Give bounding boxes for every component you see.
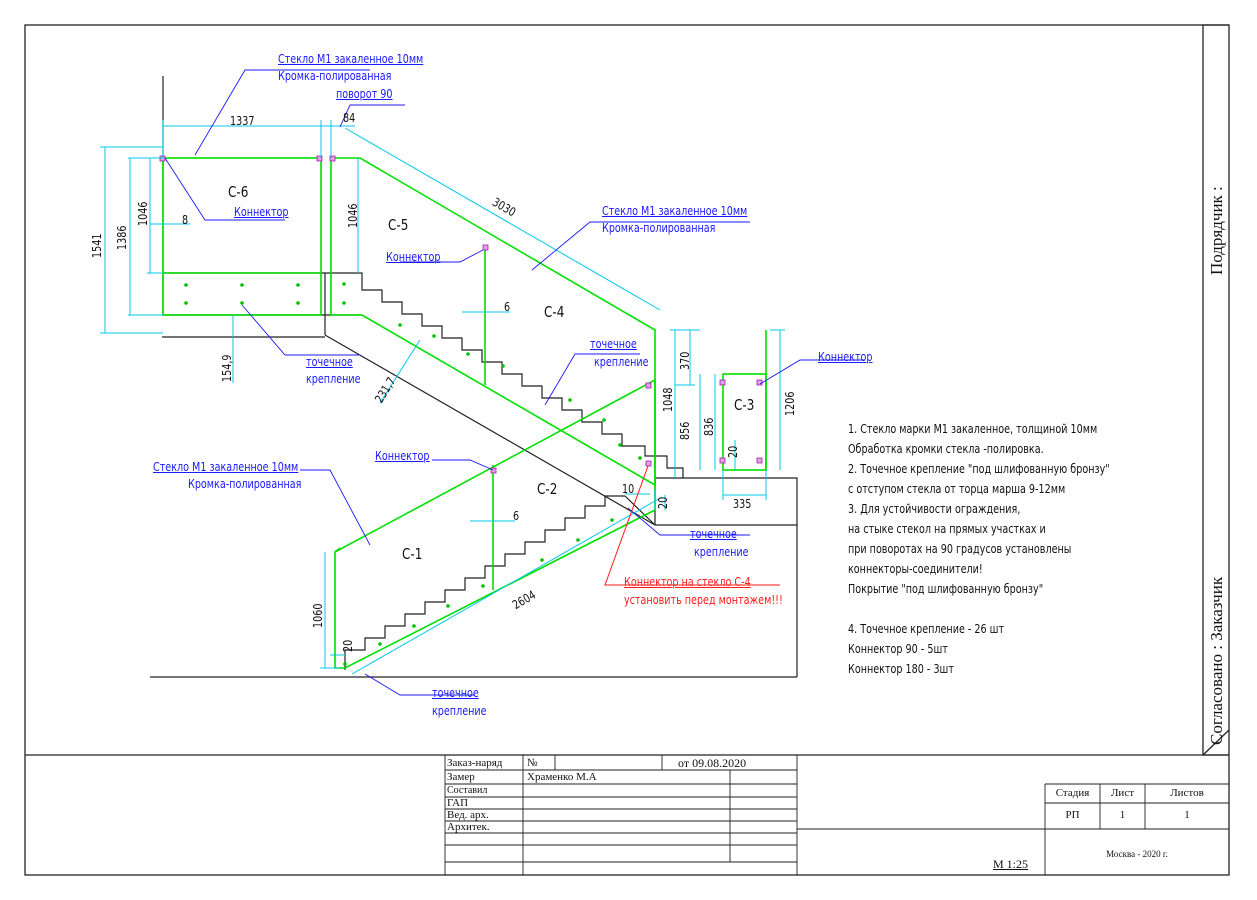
tb-lead-arch-label: Вед. арх. [447,809,489,821]
panel-label-c1: С-1 [402,545,423,563]
dim-10: 10 [622,482,635,496]
panel-label-c3: С-3 [734,396,755,414]
note-line-11: 4. Точечное крепление - 26 шт [848,622,1005,636]
title-block-grid [444,755,1229,875]
note-line-3: 2. Точечное крепление "под шлифованную б… [848,462,1110,476]
panel-c1-c2-outline [334,378,656,669]
note-line-5: 3. Для устойчивости ограждения, [848,502,1021,516]
tb-no-label: № [527,757,538,769]
dim-335: 335 [733,497,752,511]
callout-point-top-line2: крепление [306,372,361,386]
dim-1060: 1060 [311,603,325,628]
dim-1046-right: 1046 [346,203,360,228]
dim-1337: 1337 [230,114,255,128]
callout-point-right-line1: точечное [690,527,737,541]
callout-glass-left-line2: Кромка-полированная [188,477,302,491]
note-line-6: на стыке стекол на прямых участках и [848,522,1046,536]
dim-836: 836 [702,417,716,436]
callout-point-mid-line1: точечное [590,337,637,351]
dim-20-c1: 20 [341,639,355,652]
dim-856: 856 [678,421,692,440]
tb-architect-label: Архитек. [447,821,490,833]
dim-154-9: 154,9 [220,354,234,382]
tb-stage-value: РП [1065,809,1080,821]
callout-connector-c2: Коннектор [375,449,430,463]
panel-label-c4: С-4 [544,303,565,321]
note-line-7: при поворотах на 90 градусов установлены [848,542,1072,556]
tb-sheet-label: Лист [1110,787,1135,799]
dim-370: 370 [678,351,692,370]
warning-connector-line1: Коннектор на стекло С-4 [624,575,751,589]
callout-connector-c3: Коннектор [818,350,873,364]
note-line-4: с отступом стекла от торца марша 9-12мм [848,482,1066,496]
dimension-lines [100,120,785,675]
tb-compiled-label: Составил [447,785,488,796]
dim-1046-left: 1046 [136,201,150,226]
warning-leader [604,465,780,586]
tb-gap-label: ГАП [447,797,469,809]
drawing-frame [24,24,1230,876]
callout-glass-top-line2: Кромка-полированная [278,69,392,83]
panel-label-c5: С-5 [388,216,409,234]
callout-connector-c5: Коннектор [386,250,441,264]
dim-6-upper: 6 [504,300,511,314]
tb-date: от 09.08.2020 [678,756,747,770]
dim-1541: 1541 [90,233,104,258]
tb-scale: М 1:25 [993,857,1029,871]
dim-1206: 1206 [783,391,797,416]
tb-stage-label: Стадия [1055,787,1090,799]
callout-point-bottom-line2: крепление [432,704,487,718]
tb-measure-value: Храменко М.А [527,771,597,783]
side-contractor: Подрядчик : [1207,186,1226,275]
dim-1386: 1386 [115,225,129,250]
note-line-2: Обработка кромки стекла -полировка. [848,442,1044,456]
panel-label-c2: С-2 [537,480,558,498]
dim-1048: 1048 [661,387,675,412]
callout-glass-left-line1: Стекло М1 закаленное 10мм [153,460,299,474]
dim-6-lower: 6 [513,509,520,523]
note-line-12: Коннектор 90 - 5шт [848,642,948,656]
tb-measure-label: Замер [447,771,475,783]
panel-c6-outline [162,157,322,316]
mounting-points [184,282,642,666]
tb-city-year: Москва - 2020 г. [1106,849,1168,859]
note-line-1: 1. Стекло марки М1 закаленное, толщиной … [848,422,1098,436]
dim-84: 84 [343,111,356,125]
dim-20-c2: 20 [656,496,670,509]
tb-sheet-value: 1 [1119,809,1126,821]
callout-glass-mid-line2: Кромка-полированная [602,221,716,235]
warning-connector-line2: установить перед монтажем!!! [624,593,783,607]
callout-glass-top-line1: Стекло М1 закаленное 10мм [278,52,424,66]
tb-order-label: Заказ-наряд [447,757,503,769]
callout-point-top-line1: точечное [306,355,353,369]
callout-leaders [164,69,865,696]
callout-point-right-line2: крепление [694,545,749,559]
callout-glass-top-line3: поворот 90 [336,87,393,101]
callout-connector-c6: Коннектор [234,205,289,219]
note-line-9: Покрытие "под шлифованную бронзу" [848,582,1044,596]
panel-label-c6: С-6 [228,183,249,201]
callout-point-mid-line2: крепление [594,355,649,369]
callout-point-bottom-line1: точечное [432,686,479,700]
tb-sheets-label: Листов [1170,787,1204,799]
side-approved-customer: Согласовано : Заказчик [1207,576,1226,745]
glass-panels [162,157,767,669]
dim-8: 8 [182,213,189,227]
note-line-8: коннекторы-соединители! [848,562,983,576]
callout-glass-mid-line1: Стекло М1 закаленное 10мм [602,204,748,218]
dim-20-c3: 20 [726,445,740,458]
note-line-13: Коннектор 180 - 3шт [848,662,954,676]
tb-sheets-value: 1 [1184,809,1190,821]
